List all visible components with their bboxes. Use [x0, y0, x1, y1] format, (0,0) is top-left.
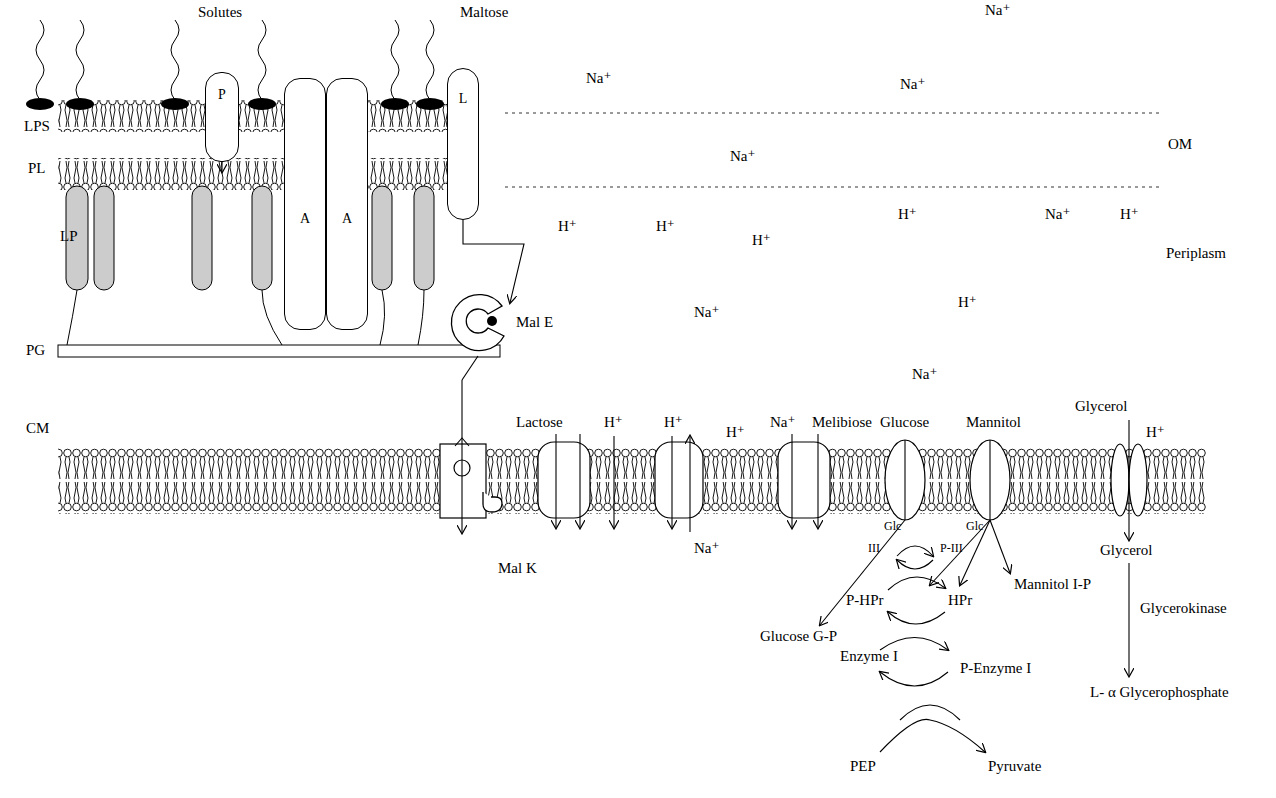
cytoplasmic-membrane-outer-leaflet	[58, 448, 1206, 480]
protein-label: A	[300, 211, 310, 329]
diagram-label: Glc	[966, 518, 983, 535]
diagram-label: Na⁺	[730, 148, 755, 165]
protein-outline	[448, 290, 510, 354]
diagram-label: Na⁺	[694, 304, 719, 321]
protein-label: A	[342, 211, 352, 329]
diagram-label: LPS	[24, 118, 50, 135]
diagram-label: H⁺	[558, 218, 577, 235]
diagram-label: Glycerol	[1075, 398, 1127, 415]
diagram-label: H⁺	[1120, 206, 1139, 223]
diagram-label: Pyruvate	[988, 758, 1041, 775]
membrane-transporters	[440, 440, 1147, 520]
diagram-label: H⁺	[664, 414, 683, 431]
diagram-label: Lactose	[516, 414, 563, 431]
protein-label: P	[218, 87, 226, 161]
protein-outline	[480, 490, 506, 514]
lipoproteins	[66, 186, 434, 290]
diagram-label: Maltose	[460, 4, 508, 21]
diagram-label: H⁺	[656, 218, 675, 235]
diagram-label: Na⁺	[900, 76, 925, 93]
diagram-label: Na⁺	[770, 414, 795, 431]
protein-box: A	[284, 78, 326, 330]
protein-box: A	[326, 78, 368, 330]
protein-box: L	[447, 68, 479, 220]
diagram-label: PEP	[850, 758, 876, 775]
diagram-label: Mannitol	[966, 414, 1021, 431]
outer-membrane-inner-leaflet	[58, 158, 448, 190]
diagram-label: H⁺	[958, 294, 977, 311]
lipoprotein-links	[67, 290, 424, 345]
diagram-label: CM	[26, 420, 49, 437]
diagram-label: H⁺	[898, 206, 917, 223]
diagram-label: Na⁺	[586, 70, 611, 87]
diagram-label: Glycerokinase	[1140, 600, 1227, 617]
peptidoglycan-layer	[58, 345, 500, 357]
diagram-label: PG	[26, 342, 45, 359]
diagram-label: Na⁺	[912, 366, 937, 383]
diagram-label: Na⁺	[694, 540, 719, 557]
diagram-label: Na⁺	[1045, 206, 1070, 223]
membrane-boundaries	[505, 113, 1160, 187]
diagram-label: P-Enzyme I	[960, 660, 1031, 677]
diagram-label: HPr	[948, 592, 972, 609]
diagram-label: LP	[60, 228, 78, 245]
diagram-label: Glucose	[880, 414, 929, 431]
diagram-label: Mannitol I-P	[1014, 576, 1091, 593]
diagram-label: L- α Glycerophosphate	[1090, 684, 1229, 701]
diagram-label: PL	[28, 160, 46, 177]
protein-label: Mal K	[498, 560, 537, 577]
diagram-label: H⁺	[604, 414, 623, 431]
cytoplasmic-membrane-inner-leaflet	[58, 482, 1206, 514]
protein-label: L	[459, 91, 468, 219]
diagram-label: OM	[1168, 136, 1192, 153]
diagram-label: H⁺	[752, 232, 771, 249]
diagram-label: Glc	[884, 518, 901, 535]
diagram-label: Solutes	[198, 4, 242, 21]
diagram-label: P-III	[940, 540, 963, 557]
diagram-label: Enzyme I	[840, 648, 898, 665]
protein-box: P	[205, 72, 239, 162]
diagram-label: Glucose G-P	[760, 628, 837, 645]
diagram-label: Glycerol	[1100, 542, 1152, 559]
diagram-label: P-HPr	[846, 592, 884, 609]
protein-shape: Mal E	[448, 290, 510, 354]
diagram-label: Melibiose	[812, 414, 872, 431]
diagram-label: H⁺	[1146, 424, 1165, 441]
diagram-label: Periplasm	[1166, 245, 1226, 262]
protein-shape: Mal K	[480, 490, 506, 514]
transport-path	[463, 220, 524, 303]
diagram-label: III	[868, 540, 880, 557]
diagram-label: H⁺	[726, 424, 745, 441]
diagram-label: Na⁺	[985, 2, 1010, 19]
protein-label: Mal E	[516, 314, 553, 331]
